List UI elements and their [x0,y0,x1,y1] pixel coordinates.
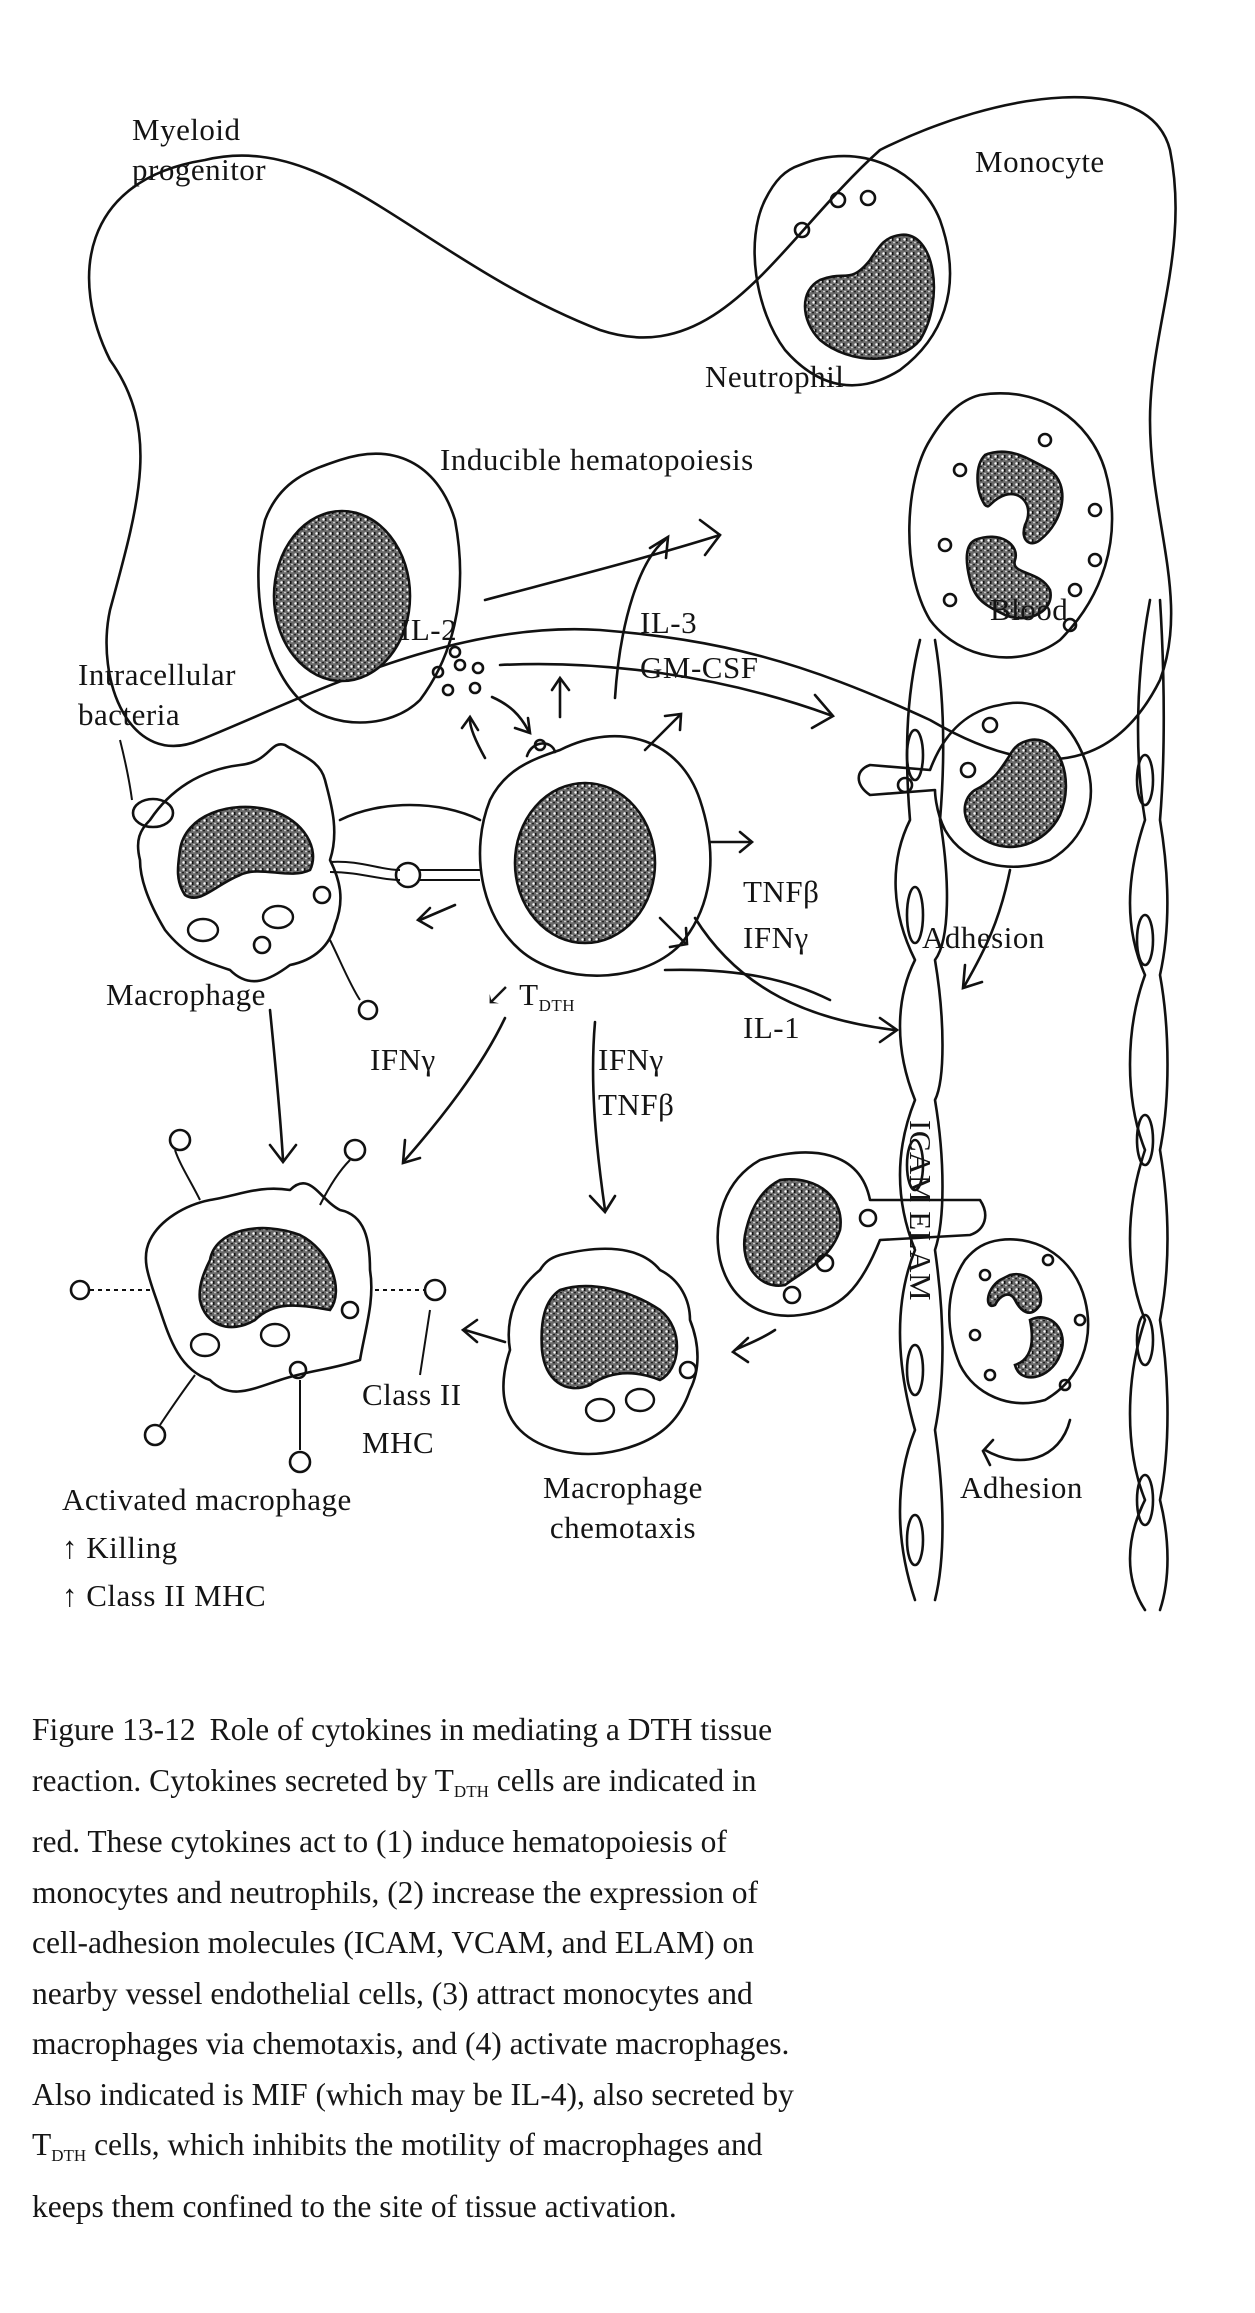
caption-line: cell-adhesion molecules (ICAM, VCAM, and… [32,1925,755,1960]
arrow-to-hematopoiesis [613,538,667,700]
caption-line: monocytes and neutrophils, (2) increase … [32,1874,759,1910]
monocyte-cell [753,154,952,387]
bone-marrow-outline [87,95,1177,761]
caption-line: keeps them confined to the site of tissu… [32,2188,677,2224]
label-il3: IL-3 [640,605,698,640]
myeloid-progenitor-cell [257,452,462,724]
label-macrophage-chemotaxis: Macrophage chemotaxis [543,1470,703,1545]
label-il1: IL-1 [743,1010,801,1045]
caption-line: red. These cytokines act to (1) induce h… [32,1824,727,1859]
label-ifng-vessel: IFNγ [743,920,809,955]
tdth-cell [478,734,712,977]
label-tnfb-vessel: TNFβ [743,874,820,909]
il2-particles [431,645,485,697]
label-adhesion-bottom: Adhesion [960,1470,1083,1505]
adhering-monocyte-cell [857,701,1093,868]
label-ifng-left: IFNγ [370,1042,436,1077]
label-class2-mhc: Class II MHC [362,1377,462,1460]
label-monocyte: Monocyte [975,144,1105,179]
chemotaxis-macrophage-cell [502,1247,699,1456]
activated-macrophage-cell [69,1128,447,1474]
caption-line: Role of cytokines in mediating a DTH tis… [209,1712,773,1747]
figure-number: Figure 13-12 [32,1712,196,1747]
label-icam-elam: ICAM ELAM [903,1120,938,1302]
caption-line: TDTH cells, which inhibits the motility … [32,2127,763,2165]
label-macrophage: Macrophage [106,977,266,1012]
label-activated-macrophage: Activated macrophage [62,1482,352,1517]
label-inducible-hematopoiesis: Inducible hematopoiesis [440,442,754,477]
caption-line: reaction. Cytokines secreted by TDTH cel… [32,1762,757,1801]
label-class2-up: ↑ Class II MHC [62,1578,267,1613]
figure-caption: Figure 13-12 Role of cytokines in mediati… [32,1705,1212,2232]
label-ifng-center: IFNγ [598,1042,664,1077]
label-intracellular-bacteria: Intracellular bacteria [78,657,236,732]
label-il2: IL-2 [400,612,458,647]
transmigrating-monocyte-cell [716,1151,987,1318]
label-blood: Blood [990,592,1069,627]
arrow-to-neutrophil [498,662,832,717]
macrophage-cell [131,742,482,1021]
caption-line: nearby vessel endothelial cells, (3) att… [32,1975,753,2011]
label-adhesion-top: Adhesion [922,920,1045,955]
caption-line: macrophages via chemotaxis, and (4) acti… [32,2026,790,2061]
adhering-neutrophil-cell [948,1238,1090,1405]
neutrophil-cell [908,392,1114,659]
arrow-to-monocyte [483,533,722,602]
label-killing: ↑ Killing [62,1530,178,1565]
label-gmcsf: GM-CSF [640,650,759,685]
caption-line: Also indicated is MIF (which may be IL-4… [32,2076,794,2112]
label-myeloid-progenitor: Myeloid progenitor [132,112,267,187]
label-tdth: ↙ TDTH [485,977,576,1015]
label-neutrophil: Neutrophil [705,359,845,394]
label-tnfb-center: TNFβ [598,1087,675,1122]
dth-diagram [69,95,1177,1612]
blood-vessel-right-wall [1128,598,1169,1612]
